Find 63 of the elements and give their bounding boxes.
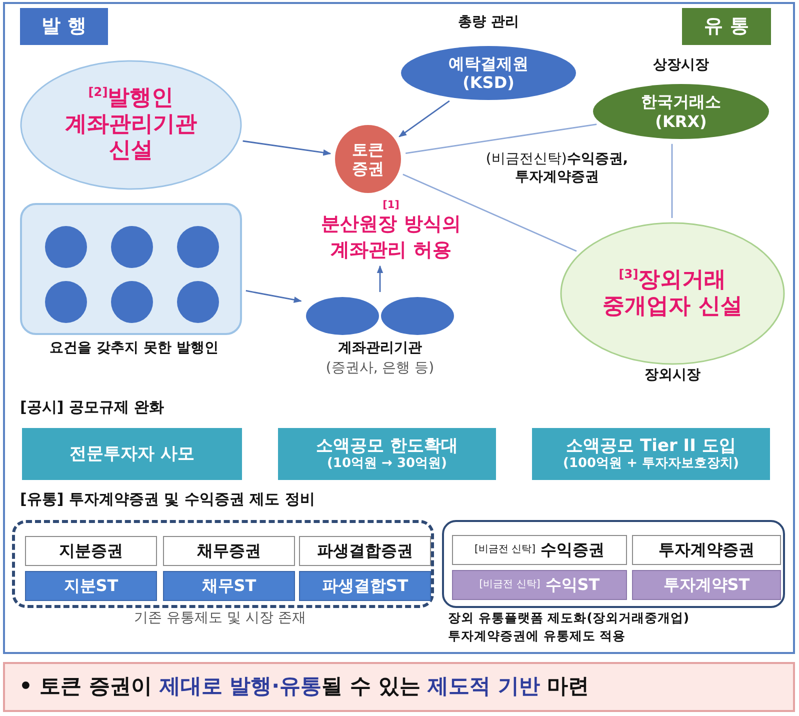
node-caption: 장외 유통플랫폼 제도화(장외거래중개업) [448, 610, 690, 626]
token-type-box [299, 571, 431, 601]
token-type-box [632, 570, 781, 600]
token-type-box [163, 571, 295, 601]
node-label: 파생결합증권 [317, 541, 413, 561]
section-heading: [공시] 공모규제 완화 [20, 398, 166, 417]
node-caption: 투자계약증권에 유통제도 적용 [448, 628, 627, 644]
group-frame [442, 520, 785, 608]
measure-box [278, 428, 496, 480]
node-caption: 장외시장 [644, 367, 702, 384]
node-label: 한국거래소 (KRX) [640, 92, 722, 131]
annotation-text: (비금전신탁)수익증권, 투자계약증권 [484, 150, 630, 186]
node-label: [비금전 신탁] [474, 544, 536, 556]
node-label: (10억원 → 30억원) [326, 456, 447, 472]
node-label: (100억원 + 투자자보호장치) [563, 456, 739, 472]
summary-banner [3, 662, 795, 712]
node-caption: 총량 관리 [457, 14, 520, 32]
node-label: 유 통 [704, 15, 749, 38]
security-type-box [452, 535, 627, 565]
node-caption: 요건을 갖추지 못한 발행인 [48, 340, 220, 358]
node-caption: (증권사, 은행 등) [324, 360, 436, 378]
section-heading: [유통] 투자계약증권 및 수익증권 제도 정비 [20, 490, 316, 509]
node-label: $^{[2]}$발행인 계좌관리기관 신설 [64, 85, 198, 165]
connector-line [406, 124, 597, 154]
node-label: 수익ST [545, 575, 600, 595]
node-label: $^{[3]}$장외거래 중개업자 신설 [602, 266, 744, 320]
node-label: 투자계약증권 [658, 540, 754, 560]
dashed-group-frame [12, 520, 434, 608]
node-label: 토큰 증권 [351, 140, 385, 178]
security-type-box [163, 536, 295, 566]
node-label: 예탁결제원 (KSD) [448, 54, 530, 92]
security-type-box [25, 536, 157, 566]
node-label: 수익증권 [540, 540, 604, 560]
connector-line [671, 144, 673, 218]
arrow [242, 140, 332, 156]
security-type-box [299, 536, 431, 566]
token-type-box [25, 571, 157, 601]
node-label: • 토큰 증권이 제대로 발행·유통될 수 있는 제도적 기반 마련 [19, 674, 590, 700]
issuer-group-panel [20, 203, 242, 335]
node-caption: 기존 유통제도 및 시장 존재 [133, 610, 307, 628]
node-label: 발 행 [42, 15, 86, 38]
section-tag [20, 8, 108, 45]
node-label: 지분ST [64, 576, 118, 596]
section-tag [682, 8, 771, 45]
node-label: 파생결합ST [322, 576, 408, 596]
node-label: 채무ST [202, 576, 256, 596]
node-label: 채무증권 [197, 541, 261, 561]
measure-box [22, 428, 242, 480]
node-caption: 상장시장 [652, 57, 710, 74]
node-label: 소액공모 한도확대 [316, 436, 458, 456]
arrow [376, 265, 384, 292]
node-label: 소액공모 Tier II 도입 [566, 436, 736, 456]
node-label: 투자계약ST [663, 575, 750, 595]
security-type-box [632, 535, 781, 565]
measure-box [532, 428, 770, 480]
node-label: 전문투자자 사모 [70, 444, 194, 464]
arrow [246, 290, 302, 303]
arrow [398, 100, 450, 138]
connector-line [402, 174, 577, 252]
node-label: [비금전 신탁] [479, 579, 540, 591]
token-type-box [452, 570, 627, 600]
node-caption: 계좌관리기관 [337, 340, 423, 358]
node-label: 지분증권 [59, 541, 123, 561]
